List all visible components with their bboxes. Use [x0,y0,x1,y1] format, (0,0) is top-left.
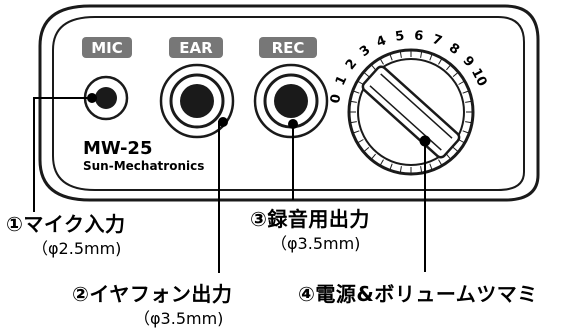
dial-scale-mark: 6 [413,28,424,44]
mic-callout-spec: （φ2.5mm) [32,239,122,258]
brand-name: Sun-Mechatronics [83,159,204,173]
rec-callout-spec: （φ3.5mm) [271,234,361,253]
mic-label: MIC [91,39,123,57]
earphone-callout-title: ②イヤフォン出力 [72,282,233,306]
model-name: MW-25 [83,138,152,159]
ear-label: EAR [179,39,213,57]
mic-callout-title: ①マイク入力 [6,212,126,236]
leader-lines [33,93,431,273]
ear-label-badge [169,37,223,58]
dial-scale-mark: 5 [394,29,405,45]
mic-leader-dot [87,93,97,103]
power-leader-dot [419,135,431,147]
dial-scale-mark: 0 [328,93,344,105]
rec-label-badge [259,37,317,58]
rec-label: REC [272,39,305,57]
mic-label-badge [82,37,132,58]
mic-jack [83,75,129,121]
volume-knob [347,48,475,176]
power-callout-title: ④電源&ボリュームツマミ [298,282,538,306]
rec-callout-title: ③録音用出力 [250,207,370,231]
rec-leader-dot [288,119,298,129]
mic-leader-line [33,97,92,212]
earphone-leader-dot [218,117,228,127]
knob-grip-ridges [350,51,472,173]
earphone-callout-spec: （φ3.5mm) [134,309,224,328]
rec-jack [253,63,329,139]
earphone-jack [159,63,235,139]
dial-scale-mark: 10 [468,66,490,89]
panel-inner-outline [52,16,525,191]
